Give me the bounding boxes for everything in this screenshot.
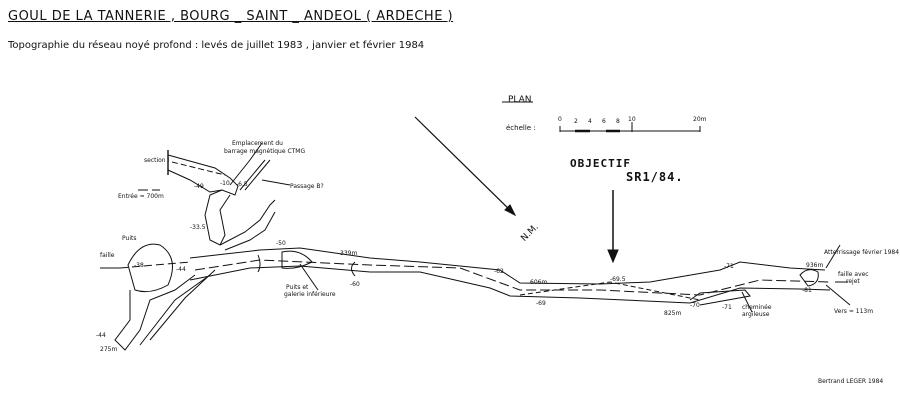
label-puits: Puits — [122, 235, 137, 242]
label-depth: -49 — [194, 183, 204, 190]
label-distance: 825m — [664, 310, 682, 317]
label-depth: -44 — [176, 266, 186, 273]
label-puits-galerie: Puits et — [286, 284, 309, 291]
objective-code: SR1/84. — [626, 170, 684, 184]
label-depth: -44 — [96, 332, 106, 339]
label-emplacement: Emplacement du — [232, 140, 283, 147]
label-distance: 275m — [100, 346, 118, 353]
label-puits-galerie-2: galerie inférieure — [284, 291, 336, 298]
label-depth: -69 — [536, 300, 546, 307]
label-faille-rejet-2: rejet — [846, 278, 860, 285]
label-depth: -62 — [494, 268, 504, 275]
map-subtitle: Topographie du réseau noyé profond : lev… — [8, 40, 425, 51]
scale-bar — [559, 122, 701, 133]
label-depth: -33.5 — [190, 224, 206, 231]
label-depth: -71 — [724, 263, 734, 270]
label-section: section I — [144, 157, 170, 164]
label-distance: 606m — [530, 279, 548, 286]
scale-tick-10: 10 — [628, 116, 636, 123]
label-depth: -60 — [350, 281, 360, 288]
label-depth: -50 — [276, 240, 286, 247]
label-faille: faille — [100, 252, 115, 259]
label-cheminee-2: argileuse — [742, 311, 770, 318]
entrance-passage — [138, 142, 291, 251]
west-shaft — [100, 243, 216, 351]
scale-tick-8: 8 — [616, 118, 620, 125]
label-depth: -69.5 — [610, 276, 626, 283]
label-faille-rejet: faille avec — [838, 271, 869, 278]
scale-tick-0: 0 — [558, 116, 562, 123]
plan-label: PLAN — [508, 95, 532, 105]
label-atterrissage: Atterrissage février 1984 — [824, 249, 900, 256]
label-vers: Vers ≈ 113m — [834, 308, 874, 315]
label-cheminee: cheminée — [742, 304, 772, 311]
label-passage: Passage B? — [290, 183, 324, 190]
label-depth: -6.5 — [236, 181, 248, 188]
scale-tick-2: 2 — [574, 118, 578, 125]
label-depth: -71 — [722, 304, 732, 311]
map-title: GOUL DE LA TANNERIE , BOURG _ SAINT _ AN… — [8, 9, 454, 24]
north-arrow — [414, 116, 516, 216]
scale-tick-4: 4 — [588, 118, 592, 125]
label-depth: -10 — [220, 180, 230, 187]
label-distance: 339m — [340, 250, 358, 257]
label-entree: Entrée ≈ 700m — [118, 193, 164, 200]
author-credit: Bertrand LEGER 1984 — [818, 378, 884, 385]
scale-tick-20m: 20m — [693, 116, 707, 123]
label-depth: -70 — [690, 302, 700, 309]
label-emplacement-2: barrage magnétique CTMG — [224, 148, 306, 155]
label-depth: -38 — [134, 262, 144, 269]
scale-tick-6: 6 — [602, 118, 606, 125]
objectif-label: OBJECTIF — [570, 157, 631, 170]
label-distance: 936m — [806, 262, 824, 269]
label-depth: -81 — [802, 287, 812, 294]
main-gallery — [189, 244, 851, 313]
scale-label: échelle : — [506, 124, 536, 132]
